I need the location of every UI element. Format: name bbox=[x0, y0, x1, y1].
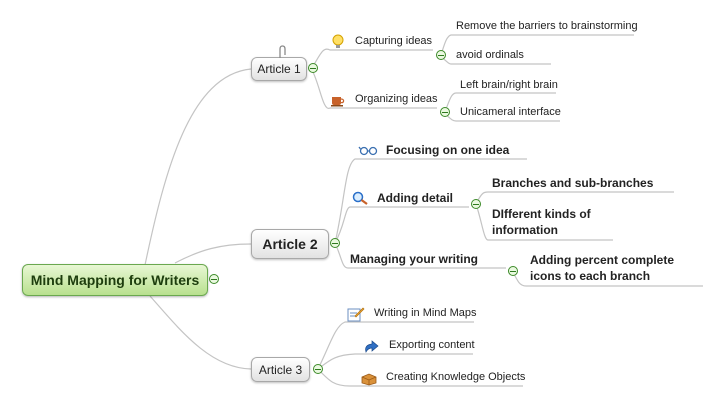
eyeglasses-icon bbox=[358, 146, 378, 156]
paperclip-icon bbox=[279, 45, 286, 58]
topic-focusing-on-one-idea[interactable]: Focusing on one idea bbox=[386, 143, 510, 157]
export-arrow-icon bbox=[365, 340, 379, 353]
topic-writing-in-mind-maps[interactable]: Writing in Mind Maps bbox=[374, 307, 477, 319]
topic-managing-your-writing[interactable]: Managing your writing bbox=[350, 252, 478, 266]
topic-organizing-ideas[interactable]: Organizing ideas bbox=[355, 93, 438, 105]
subtopic-avoid-ordinals[interactable]: avoid ordinals bbox=[456, 49, 524, 61]
collapse-toggle-organizing-ideas[interactable] bbox=[440, 107, 450, 117]
main-topic-article-2[interactable]: Article 2 bbox=[251, 229, 329, 259]
subtopic-left-brain-right-brain[interactable]: Left brain/right brain bbox=[460, 79, 558, 91]
magnifier-icon bbox=[352, 191, 368, 205]
collapse-toggle-managing-your-writing[interactable] bbox=[508, 266, 518, 276]
main-topic-article-1[interactable]: Article 1 bbox=[251, 57, 307, 81]
package-icon bbox=[361, 373, 377, 386]
central-topic[interactable]: Mind Mapping for Writers bbox=[22, 264, 208, 296]
collapse-toggle-central[interactable] bbox=[209, 274, 219, 284]
collapse-toggle-adding-detail[interactable] bbox=[471, 199, 481, 209]
topic-exporting-content[interactable]: Exporting content bbox=[389, 339, 475, 351]
lightbulb-icon bbox=[332, 34, 344, 48]
subtopic-unicameral-interface[interactable]: Unicameral interface bbox=[460, 106, 561, 118]
collapse-toggle-capturing-ideas[interactable] bbox=[436, 50, 446, 60]
subtopic-remove-barriers[interactable]: Remove the barriers to brainstorming bbox=[456, 20, 638, 32]
topic-creating-knowledge-objects[interactable]: Creating Knowledge Objects bbox=[386, 371, 526, 383]
collapse-toggle-article-2[interactable] bbox=[330, 238, 340, 248]
main-topic-article-3[interactable]: Article 3 bbox=[251, 357, 310, 382]
subtopic-branches-and-sub-branches[interactable]: Branches and sub-branches bbox=[492, 176, 654, 190]
coffee-cup-icon bbox=[331, 97, 345, 107]
subtopic-adding-percent-complete-icons[interactable]: Adding percent complete icons to each br… bbox=[530, 253, 675, 283]
collapse-toggle-article-1[interactable] bbox=[308, 63, 318, 73]
topic-capturing-ideas[interactable]: Capturing ideas bbox=[355, 35, 433, 47]
pencil-paper-icon bbox=[347, 307, 365, 322]
collapse-toggle-article-3[interactable] bbox=[313, 364, 323, 374]
subtopic-different-kinds-of-information[interactable]: DIfferent kinds of information bbox=[492, 207, 591, 237]
topic-adding-detail[interactable]: Adding detail bbox=[377, 191, 453, 205]
